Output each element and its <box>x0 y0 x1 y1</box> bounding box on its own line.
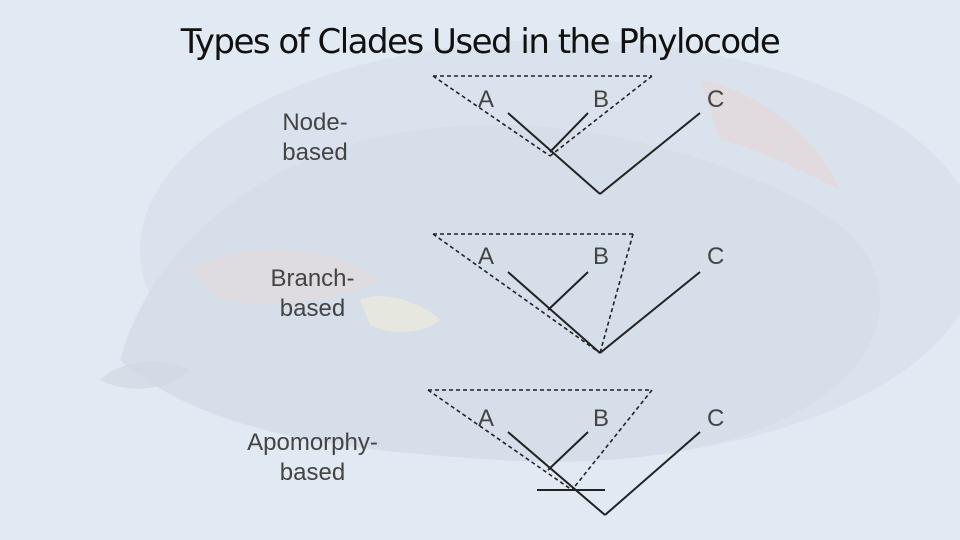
tree-branch-c <box>599 271 701 354</box>
apomorphy-based-tree <box>507 431 701 516</box>
taxon-a-node: A <box>478 86 495 113</box>
label-line: Apomorphy- <box>247 429 378 456</box>
label-line: Node- <box>282 109 348 136</box>
branch-based-clade-outline <box>432 233 634 354</box>
label-line: Branch- <box>270 265 355 292</box>
node-based-tree <box>507 112 701 195</box>
tree-branch-c <box>599 112 701 195</box>
clade-type-label-apomorphy: Apomorphy- based <box>225 428 400 488</box>
taxon-c-node: C <box>707 86 725 113</box>
taxon-c-branch: C <box>707 243 725 270</box>
apomorphy-based-clade-outline <box>427 389 653 491</box>
taxon-b-node: B <box>593 86 610 113</box>
clade-type-label-node: Node- based <box>250 108 380 168</box>
label-line: based <box>279 459 346 486</box>
tree-branch-a <box>507 431 606 516</box>
taxon-b-branch: B <box>593 243 610 270</box>
tree-branch-c <box>604 431 701 516</box>
label-line: based <box>279 295 346 322</box>
node-based-clade-outline <box>432 75 653 157</box>
tree-branch-a <box>507 271 601 354</box>
branch-based-tree <box>507 271 701 354</box>
tree-branch-b <box>547 431 589 471</box>
tree-branch-b <box>547 271 589 311</box>
page-title: Types of Clades Used in the Phylocode <box>180 22 781 62</box>
taxon-a-apomorphy: A <box>478 405 495 432</box>
taxon-b-apomorphy: B <box>593 405 610 432</box>
tree-branch-a <box>507 112 601 195</box>
taxon-c-apomorphy: C <box>707 405 725 432</box>
label-line: based <box>282 139 348 166</box>
clade-type-label-branch: Branch- based <box>240 264 385 324</box>
tree-branch-b <box>549 112 589 153</box>
taxon-a-branch: A <box>478 243 495 270</box>
